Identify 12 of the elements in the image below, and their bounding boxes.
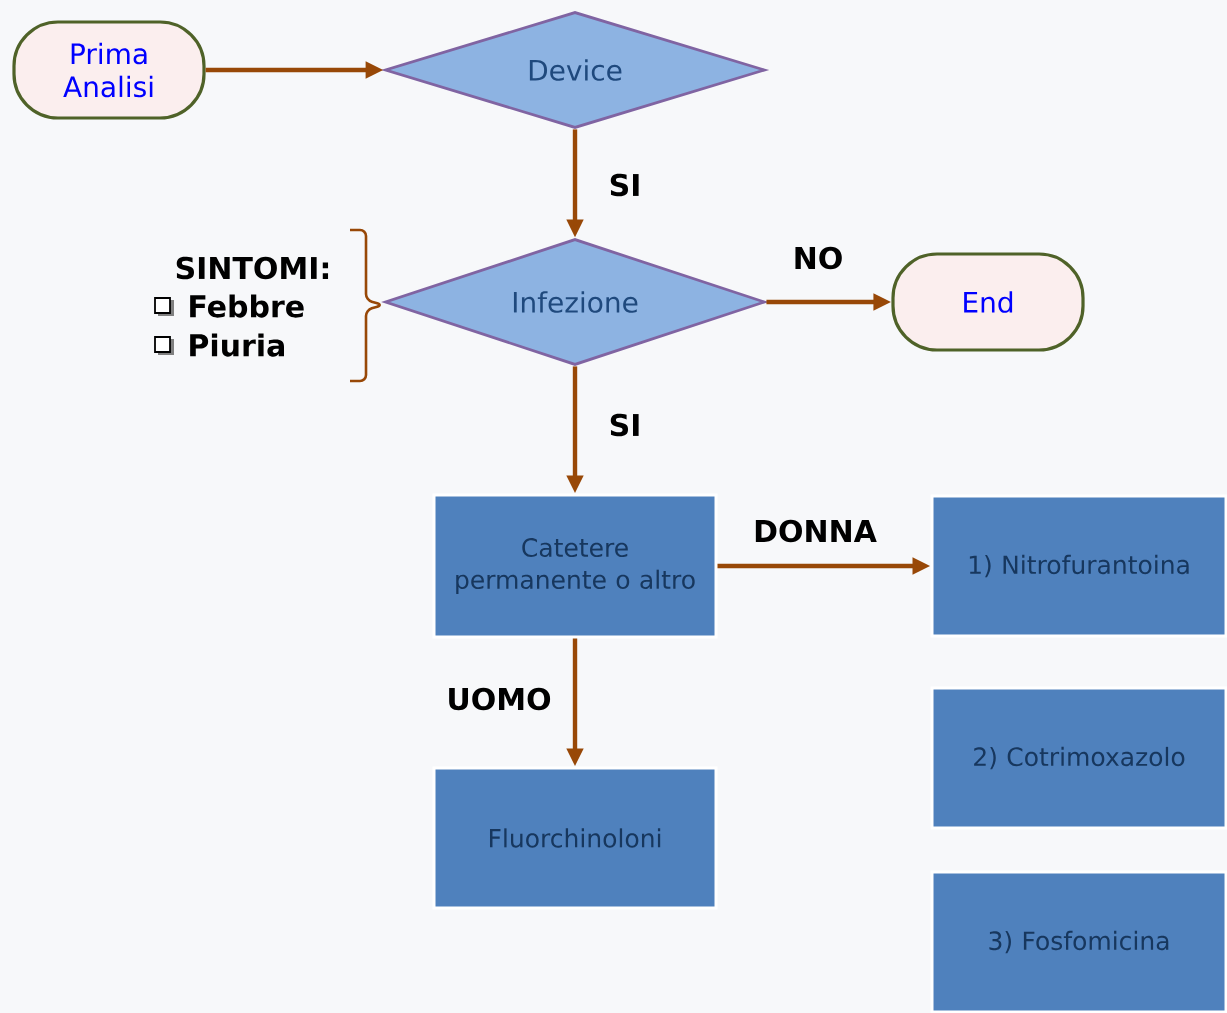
process-box: Catetere permanente o altro [432,493,718,639]
terminal-box: Prima Analisi [12,20,206,120]
edge-label: UOMO [444,685,554,713]
process-box: 1) Nitrofurantoina [930,494,1227,638]
process-box: 2) Cotrimoxazolo [930,686,1227,830]
process-box: Fluorchinoloni [432,766,718,910]
terminal-box: End [891,252,1085,352]
symptom-label: SINTOMI: [176,256,329,280]
edge-label: DONNA [751,517,879,545]
symptom-label: Piuria [190,333,284,357]
process-box: 3) Fosfomicina [930,870,1227,1013]
symptom-label: Febbre [190,294,304,318]
